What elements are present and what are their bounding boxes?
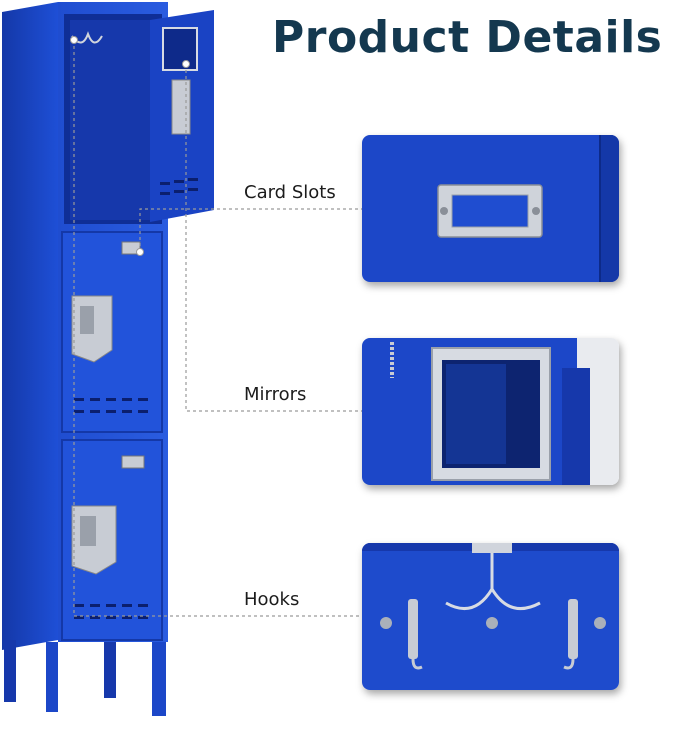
mirror-icon bbox=[362, 338, 619, 485]
mirror-detail-panel bbox=[362, 338, 619, 485]
page-title: Product Details bbox=[272, 12, 663, 63]
card-slot-detail-panel bbox=[362, 135, 619, 282]
hooks-detail-panel bbox=[362, 543, 619, 690]
hook-icon bbox=[362, 543, 619, 690]
hooks-label: Hooks bbox=[244, 589, 300, 610]
mirrors-label: Mirrors bbox=[244, 384, 307, 405]
card-slot-icon bbox=[362, 135, 619, 282]
card-slots-label: Card Slots bbox=[244, 182, 336, 203]
